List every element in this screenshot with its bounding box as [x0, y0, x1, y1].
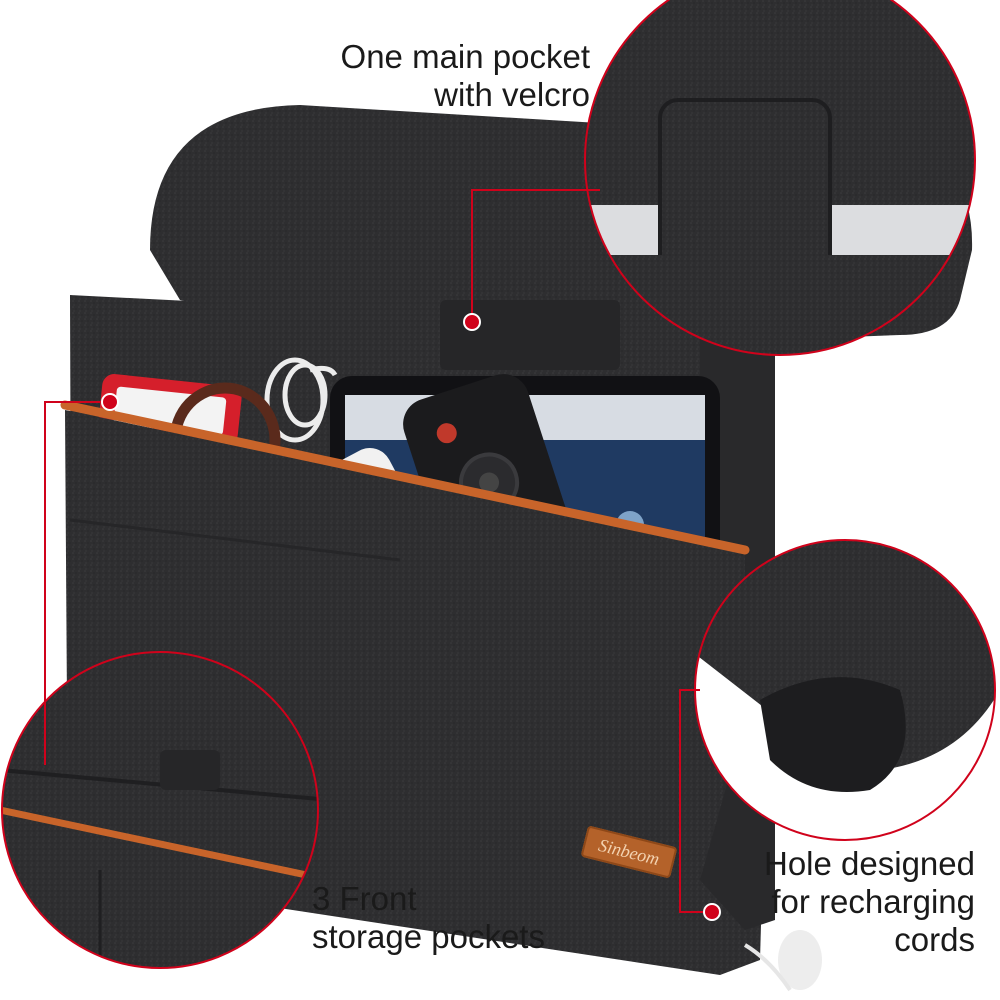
callout-main-pocket: One main pocket with velcro [300, 38, 590, 114]
callout-dot-left [101, 393, 119, 411]
callout-dot-right [703, 903, 721, 921]
charging-cable [264, 357, 338, 443]
pocket-trim [60, 400, 750, 555]
detail-front-pockets-circle [1, 651, 319, 969]
velcro-slot [440, 300, 620, 370]
callout-front-line-2: storage pockets [312, 918, 545, 955]
callout-hole-line-3: cords [894, 921, 975, 958]
callout-hole-line-2: for recharging [771, 883, 975, 920]
callout-front-pockets: 3 Front storage pockets [312, 880, 592, 956]
pocket-divider [69, 518, 401, 562]
callout-main-line-2: with velcro [434, 76, 590, 113]
callout-front-line-1: 3 Front [312, 880, 417, 917]
callout-main-line-1: One main pocket [340, 38, 590, 75]
callout-dot-top [463, 313, 481, 331]
callout-lines [44, 189, 712, 913]
detail-hole-circle [694, 539, 996, 841]
callout-hole-line-1: Hole designed [764, 845, 975, 882]
earbuds [743, 930, 822, 992]
callout-hole: Hole designed for recharging cords [740, 845, 975, 959]
